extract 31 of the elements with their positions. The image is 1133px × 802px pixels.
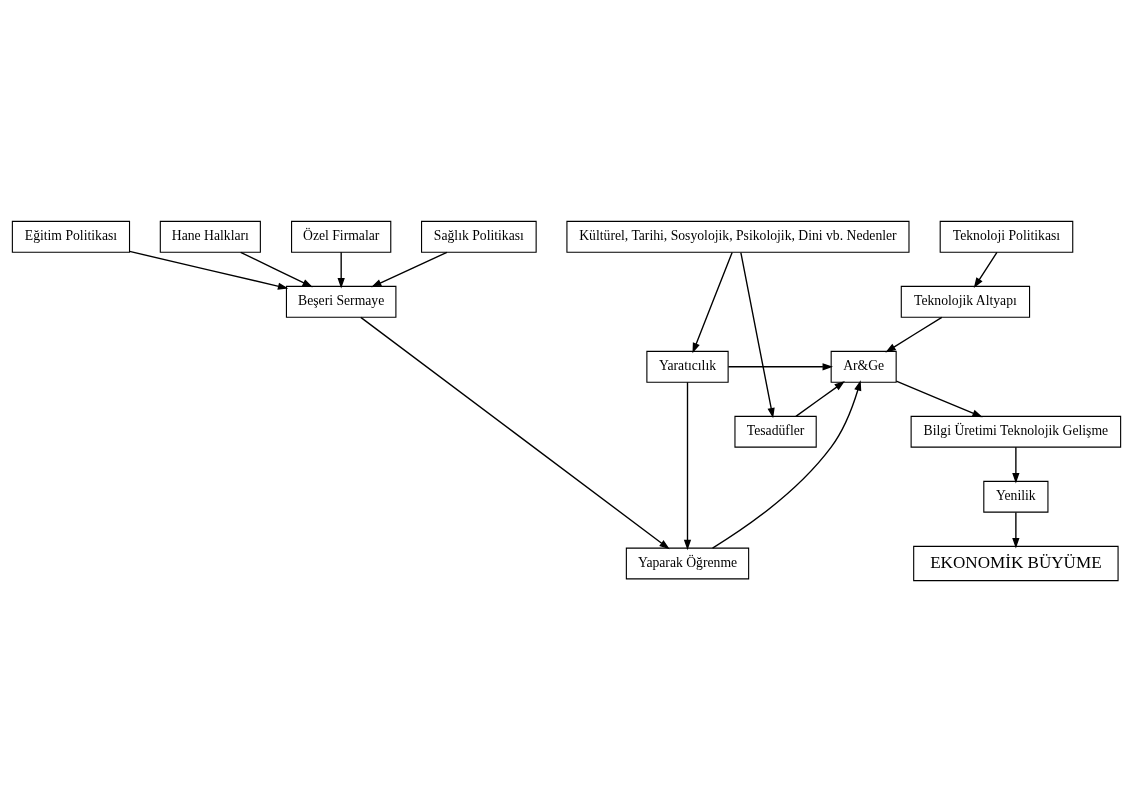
arrow	[337, 251, 345, 289]
node-box: Yaparak Öğrenme	[625, 547, 750, 580]
node-box: Teknolojik Altyapı	[900, 285, 1031, 318]
arrow	[683, 381, 692, 551]
node-box: Eğitim Politikası	[11, 220, 131, 253]
node-box: Sağlık Politikası	[421, 220, 537, 253]
arrow	[692, 251, 733, 354]
arrow	[973, 251, 998, 289]
arrow	[360, 316, 670, 550]
arrow	[1012, 446, 1020, 484]
arrow	[740, 251, 775, 419]
node-box: Hane Halkları	[159, 220, 261, 253]
node-box: Bilgi Üretimi Teknolojik Gelişme	[910, 415, 1122, 448]
node-box: Tesadüfler	[734, 415, 817, 448]
arrow	[727, 363, 833, 371]
arrow	[1012, 511, 1020, 549]
arrow	[128, 250, 289, 290]
node-box: Teknoloji Politikası	[939, 220, 1074, 253]
node-box: Kültürel, Tarihi, Sosyolojik, Psikolojik, Dini vb. Nedenler	[566, 220, 910, 253]
arrow	[795, 381, 845, 417]
arrow	[371, 251, 448, 288]
node-box: Ar&Ge	[830, 350, 897, 383]
node-box: Beşeri Sermaye	[285, 285, 397, 318]
arrow	[895, 380, 983, 418]
node-box: Yaratıcılık	[646, 350, 729, 383]
node-box: EKONOMİK BÜYÜME	[913, 545, 1119, 582]
node-box: Yenilik	[983, 480, 1049, 513]
arrow	[885, 316, 943, 353]
arrow	[711, 380, 862, 549]
arrow	[240, 251, 313, 288]
node-box: Özel Firmalar	[291, 220, 392, 253]
